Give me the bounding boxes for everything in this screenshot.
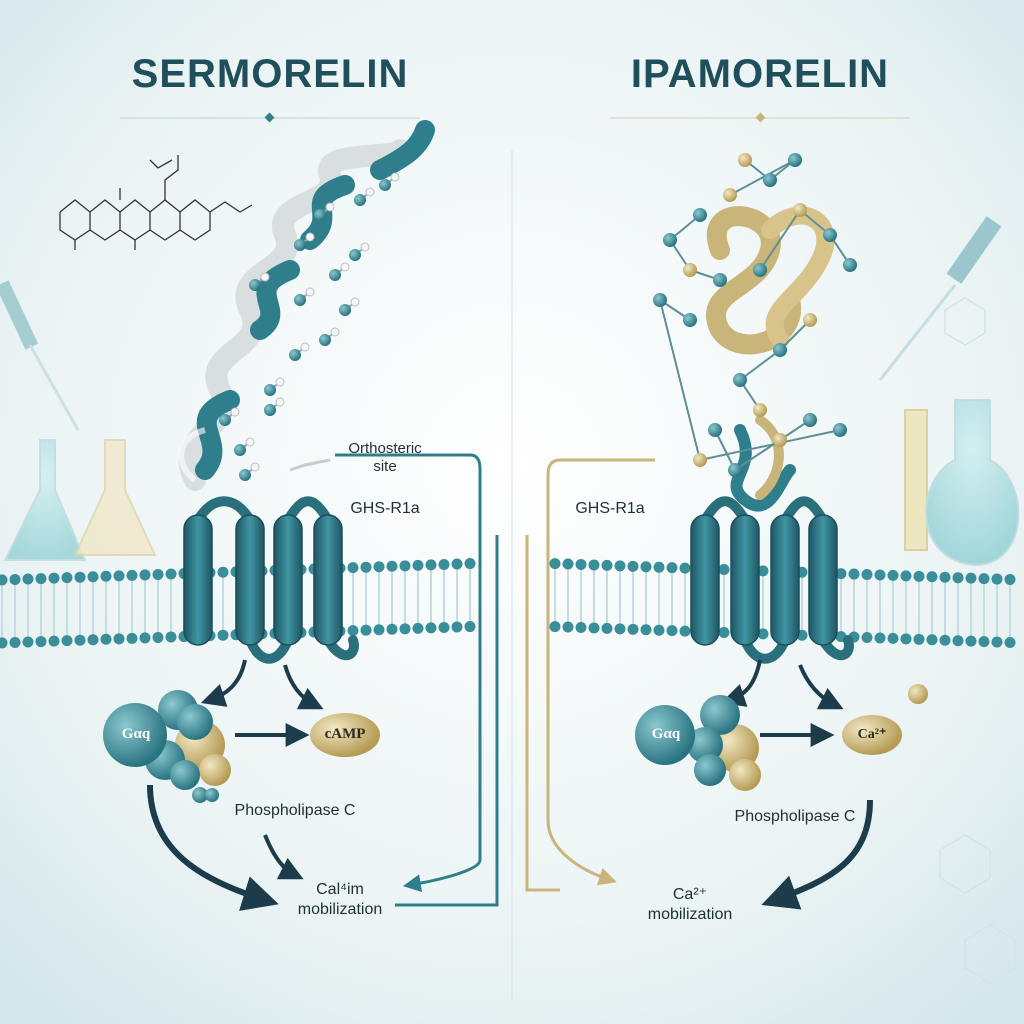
calcium-ion-cluster [842, 684, 928, 755]
signaling-arrows-left [147, 453, 499, 911]
title-sermorelin: SERMORELIN [131, 52, 409, 96]
phospholipase-c-label-left: Phospholipase C [234, 802, 356, 819]
outcome-line1-left: Cal⁴im [316, 881, 364, 898]
g-alpha-q-label-left: Gαq [121, 726, 151, 742]
orthosteric-site-line2: site [373, 458, 397, 475]
hexagon-decorations [939, 297, 1016, 984]
receptor-label-right: GHS-R1a [575, 500, 645, 517]
lab-flask-left [3, 439, 157, 561]
g-alpha-q-cluster-left [103, 690, 231, 803]
ipamorelin-atoms [653, 153, 857, 477]
title-ipamorelin: IPAMORELIN [630, 52, 890, 96]
chemical-structure [59, 155, 253, 250]
pipette-left [0, 280, 80, 431]
outcome-line1-right: Ca²⁺ [672, 886, 708, 903]
calcium-mobilization-label-left: Cal⁴im mobilization [275, 880, 405, 920]
lab-flask-right [904, 399, 1020, 567]
outcome-line2-left: mobilization [297, 901, 383, 918]
ghs-r1a-receptor-left [183, 496, 359, 664]
orthosteric-site-label: Orthosteric site [330, 440, 440, 476]
signaling-arrows-right [525, 458, 873, 910]
receptor-label-left: GHS-R1a [350, 500, 420, 517]
ghs-r1a-receptor-right [690, 496, 854, 664]
pipette-right [878, 216, 1002, 381]
g-alpha-q-label-right: Gαq [651, 726, 681, 742]
outcome-line2-right: mobilization [647, 906, 733, 923]
title-right-underline [610, 112, 910, 123]
calcium-ion-label: Ca²⁺ [857, 727, 887, 742]
camp-label: cAMP [324, 726, 366, 742]
g-alpha-q-cluster-right [635, 695, 761, 791]
camp-molecule [310, 713, 380, 757]
orthosteric-site-line1: Orthosteric [348, 440, 422, 457]
sermorelin-side-chain-atoms [219, 172, 400, 481]
phospholipase-c-label-right: Phospholipase C [734, 808, 856, 825]
calcium-mobilization-label-right: Ca²⁺ mobilization [625, 885, 755, 925]
